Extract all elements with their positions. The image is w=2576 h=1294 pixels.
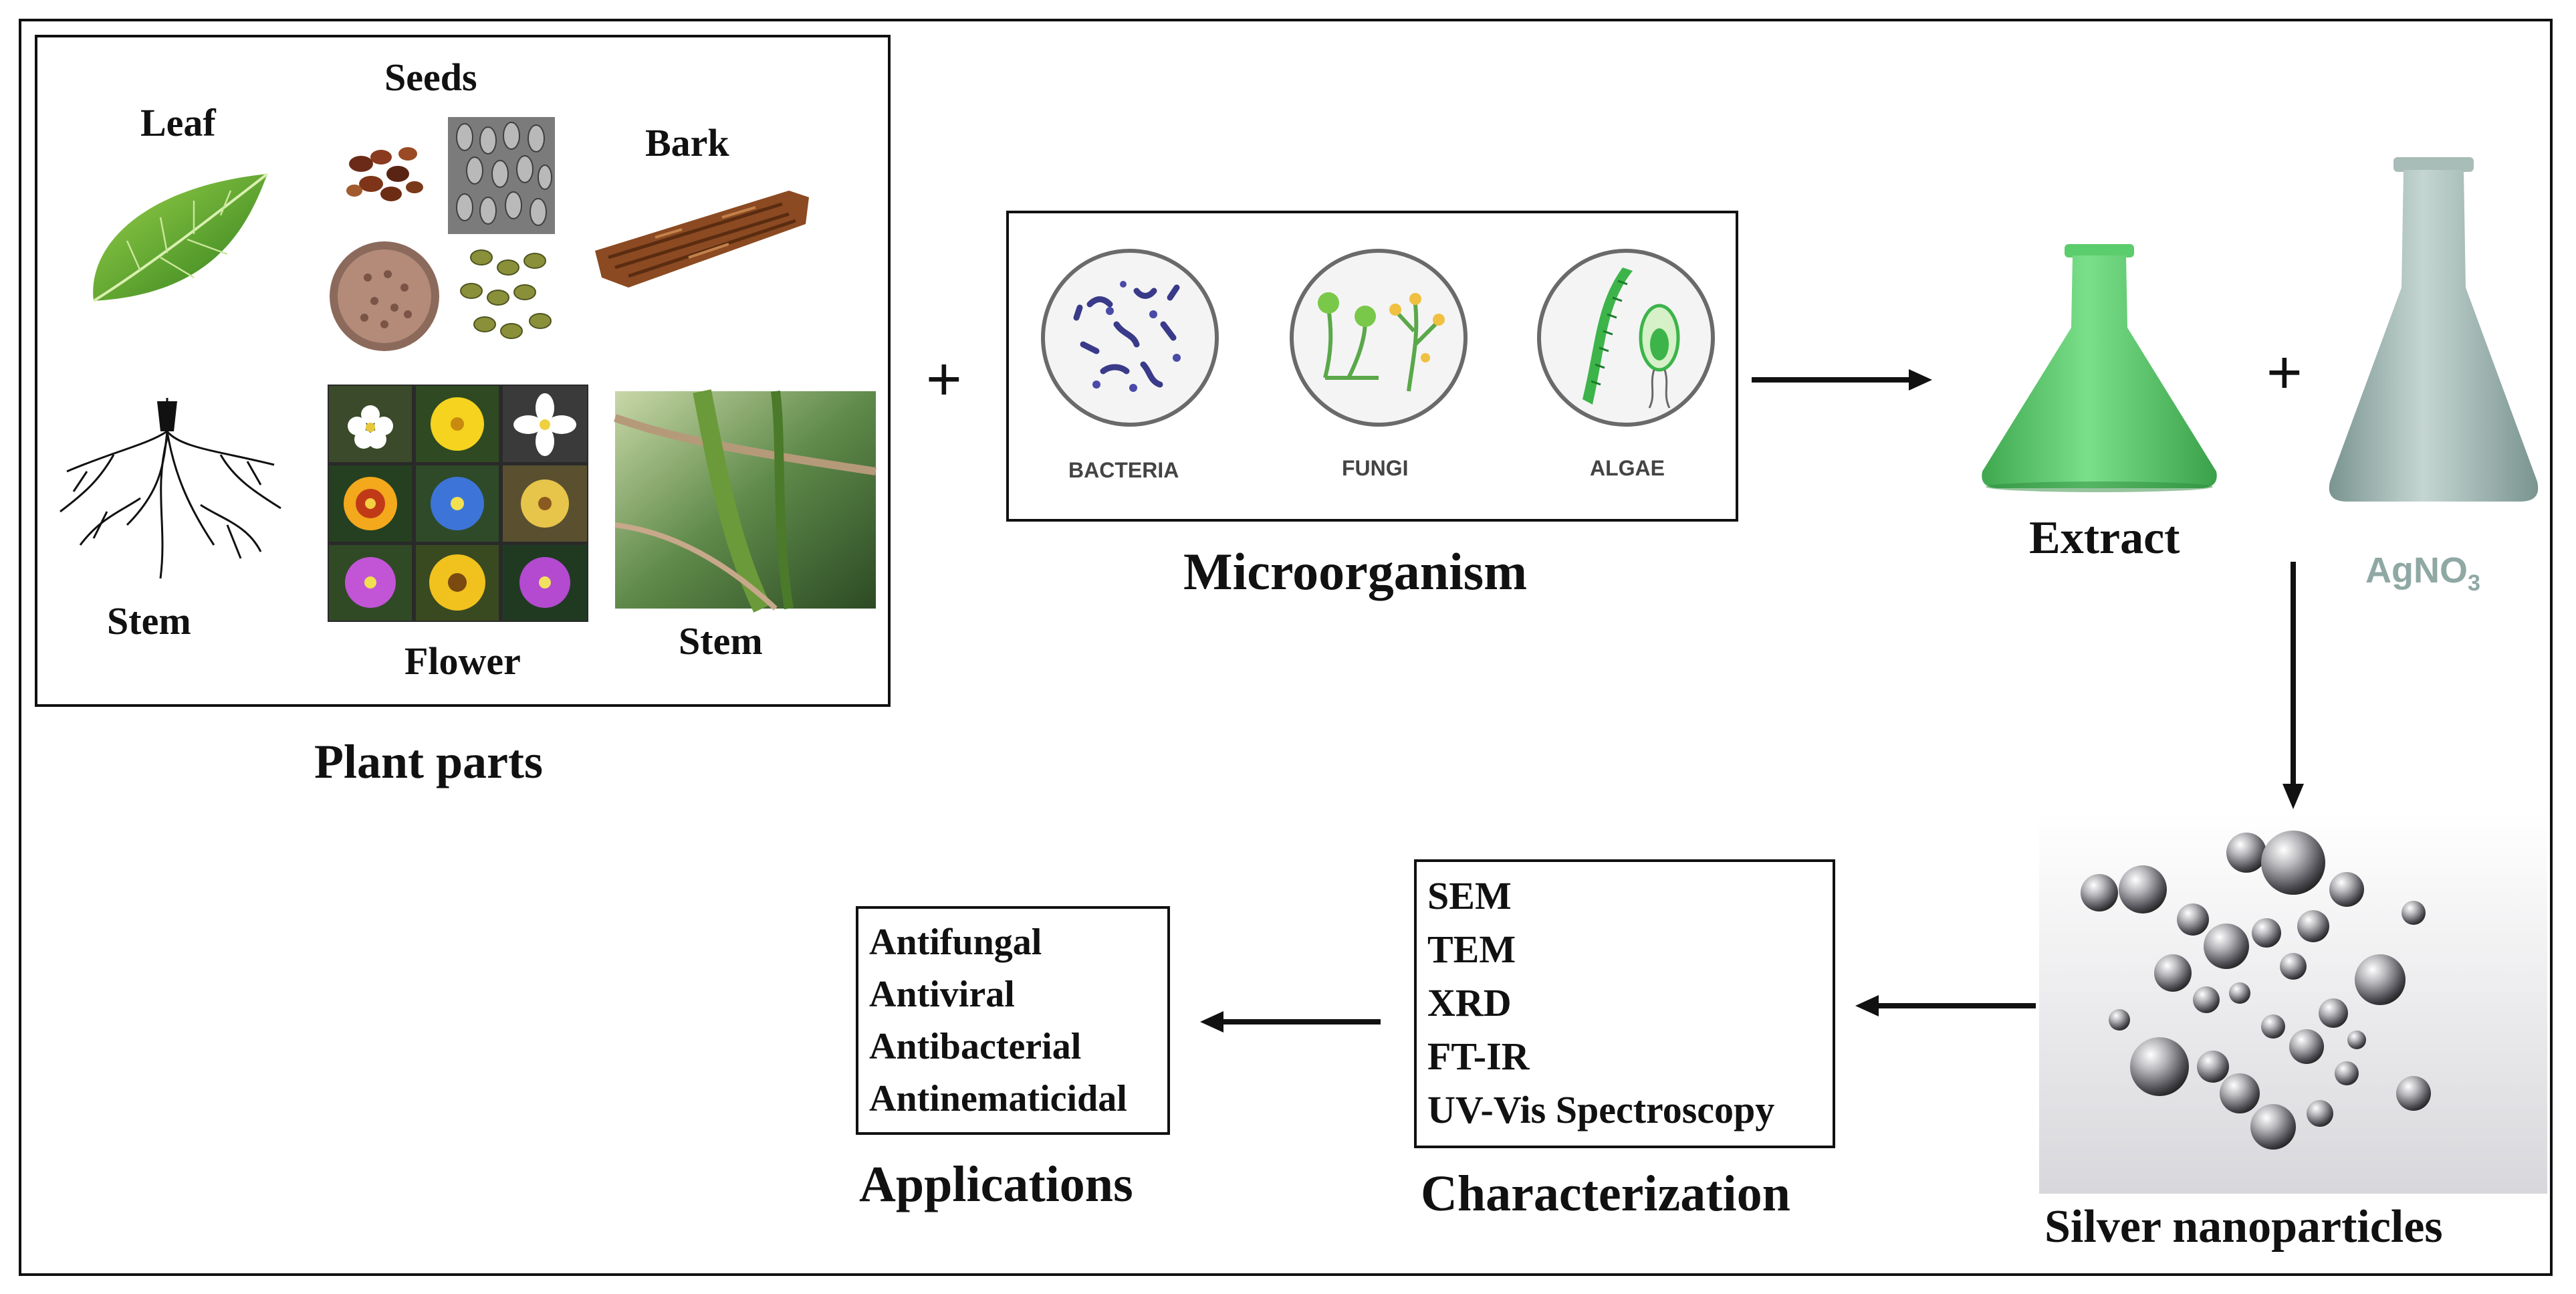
seed-cardamom-icon — [460, 249, 552, 339]
characterization-box — [1414, 859, 1835, 1148]
algae-icon — [1537, 249, 1715, 427]
applications-title: Applications — [859, 1156, 1133, 1212]
applications-box — [856, 906, 1170, 1135]
bark-label: Bark — [645, 121, 729, 165]
characterization-item: SEM — [1427, 874, 1512, 918]
characterization-item: XRD — [1427, 981, 1512, 1025]
plant-parts-title: Plant parts — [314, 735, 543, 788]
stem-roots-label: Stem — [107, 599, 191, 643]
seeds-grid — [328, 117, 555, 354]
characterization-title: Characterization — [1421, 1166, 1790, 1222]
algae-label: ALGAE — [1590, 456, 1665, 480]
bark-icon — [595, 191, 809, 288]
leaf-label: Leaf — [140, 101, 216, 144]
seeds-label: Seeds — [384, 56, 477, 99]
characterization-item: UV-Vis Spectroscopy — [1427, 1088, 1775, 1131]
fungi-icon — [1290, 249, 1468, 427]
characterization-item: FT-IR — [1427, 1035, 1530, 1078]
stem-photo — [614, 389, 876, 613]
fungi-label: FUNGI — [1342, 456, 1409, 480]
leaf-icon — [92, 173, 269, 302]
agno3-label: AgNO3 — [2365, 550, 2480, 597]
characterization-list: SEM TEM XRD FT-IR UV-Vis Spectroscopy — [1427, 869, 1774, 1137]
bacteria-icon — [1041, 249, 1219, 427]
stem-photo-label: Stem — [679, 619, 763, 663]
flower-grid — [328, 385, 588, 622]
microorganism-title: Microorganism — [1183, 542, 1528, 601]
roots-icon — [60, 398, 281, 579]
extract-label: Extract — [2029, 512, 2180, 564]
applications-list: Antifungal Antiviral Antibacterial Antin… — [869, 916, 1127, 1125]
seed-sunflower-icon — [456, 122, 552, 226]
plus-sign-1: + — [926, 345, 962, 413]
flower-tile — [329, 386, 412, 462]
agno3-main: AgNO — [2365, 550, 2468, 590]
applications-item: Antiviral — [869, 974, 1015, 1015]
flower-label: Flower — [404, 639, 521, 683]
characterization-item: TEM — [1427, 928, 1516, 971]
bacteria-label: BACTERIA — [1068, 458, 1179, 482]
arrow-to-characterization — [1855, 995, 2036, 1016]
arrow-to-nanoparticles — [2282, 562, 2304, 809]
agno3-sub: 3 — [2467, 570, 2480, 596]
diagram-frame — [19, 19, 2553, 1276]
applications-item: Antinematicidal — [869, 1078, 1127, 1119]
applications-item: Antibacterial — [869, 1026, 1082, 1067]
extract-flask-icon — [1982, 244, 2217, 492]
arrow-to-applications — [1200, 1011, 1381, 1033]
agno3-flask-icon — [2329, 157, 2539, 502]
applications-item: Antifungal — [869, 922, 1042, 963]
plus-sign-2: + — [2266, 338, 2303, 407]
silver-nanoparticles-label: Silver nanoparticles — [2044, 1201, 2443, 1253]
silver-nanoparticles-image — [2039, 813, 2547, 1194]
arrow-to-extract — [1752, 369, 1932, 391]
seed-cluster-red-icon — [346, 147, 423, 201]
